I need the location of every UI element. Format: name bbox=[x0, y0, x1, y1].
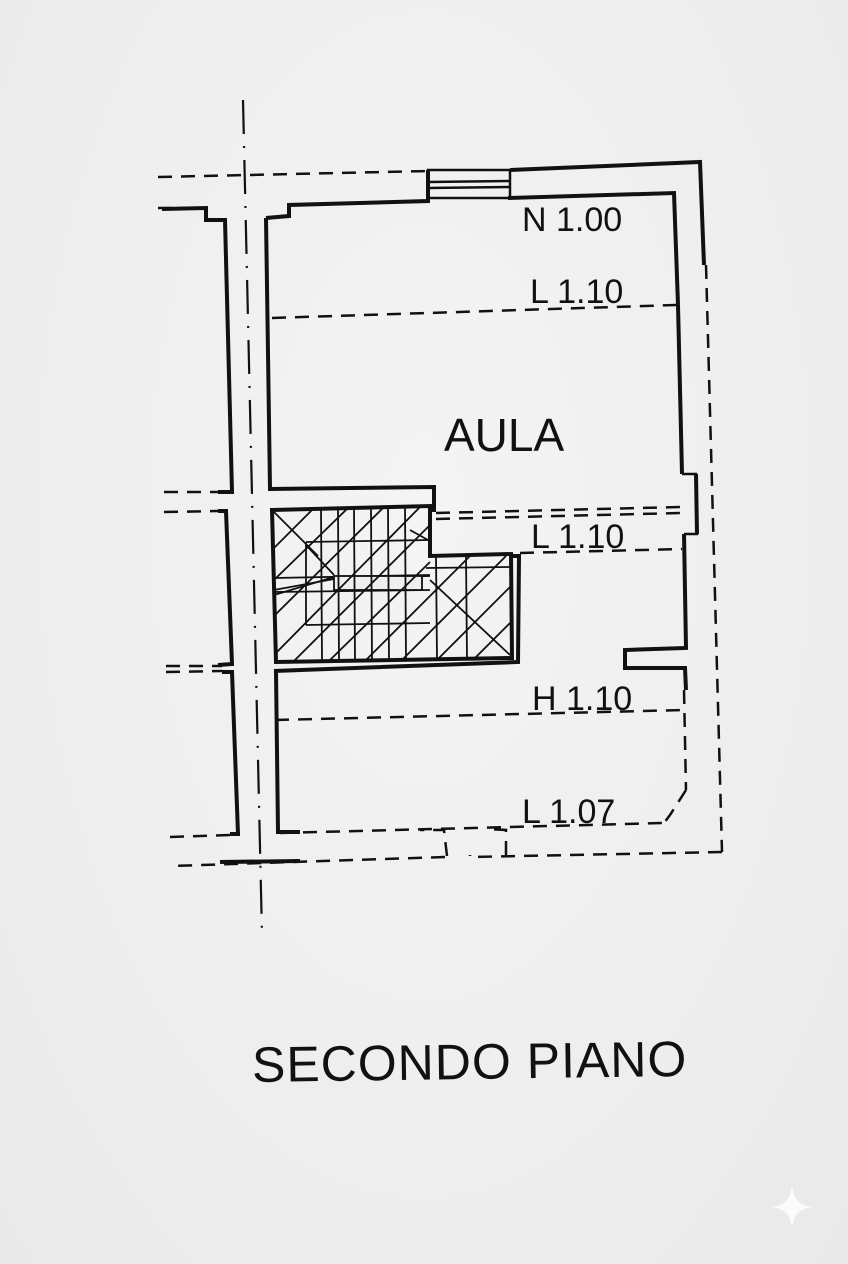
floor-title: SECONDO PIANO bbox=[251, 1030, 688, 1093]
outer-dashed-edge bbox=[171, 264, 724, 868]
level-label-l107: L 1.07 bbox=[522, 793, 615, 831]
top-window bbox=[426, 168, 512, 200]
exterior-walls bbox=[161, 159, 706, 512]
staircase bbox=[269, 503, 515, 665]
level-label-l110-mid: L 1.10 bbox=[531, 518, 624, 556]
right-wall bbox=[623, 304, 699, 691]
sparkle-icon bbox=[771, 1186, 813, 1228]
room-label-aula: AULA bbox=[444, 409, 564, 461]
level-label-l110-top: L 1.10 bbox=[530, 273, 623, 311]
level-label-h110: H 1.10 bbox=[532, 680, 632, 718]
dashed-reference-lines bbox=[157, 169, 688, 839]
level-labels: N 1.00 L 1.10 AULA L 1.10 H 1.10 L 1.07 bbox=[444, 201, 632, 831]
level-label-n100: N 1.00 bbox=[522, 201, 622, 239]
interior-walls bbox=[217, 509, 522, 864]
grid-axis bbox=[241, 99, 264, 936]
